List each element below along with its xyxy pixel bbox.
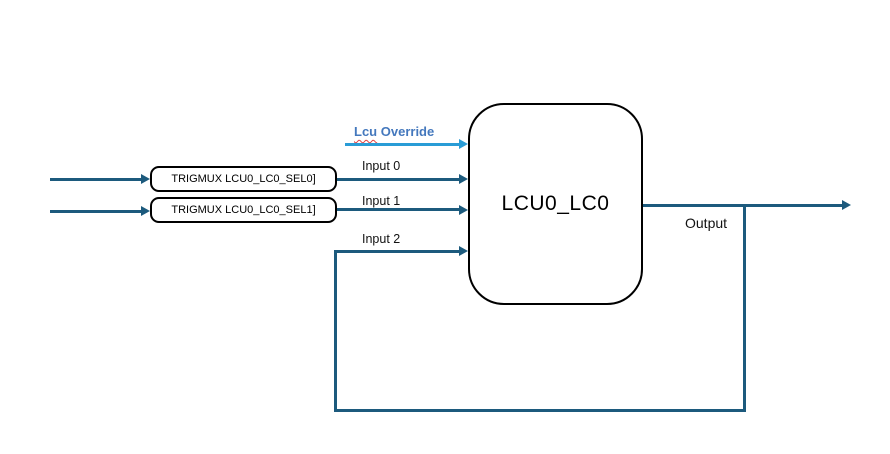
input1-line xyxy=(337,208,460,211)
lcu0-lc0-block: LCU0_LC0 xyxy=(468,103,643,305)
arrowhead-output-icon xyxy=(842,200,851,210)
lcu-override-rest: Override xyxy=(380,124,435,139)
left-input-line-sel0 xyxy=(50,177,142,181)
lcu0-lc0-block-label: LCU0_LC0 xyxy=(501,192,610,215)
trigmux-sel1-block: TRIGMUX LCU0_LC0_SEL1] xyxy=(150,197,337,223)
trigmux-sel0-block: TRIGMUX LCU0_LC0_SEL0] xyxy=(150,166,337,192)
trigmux-sel1-label: TRIGMUX LCU0_LC0_SEL1] xyxy=(171,204,316,216)
trigmux-sel0-label: TRIGMUX LCU0_LC0_SEL0] xyxy=(171,173,316,185)
feedback-line-left-vertical xyxy=(334,249,337,412)
arrowhead-into-sel0-icon xyxy=(141,174,150,184)
arrowhead-input1-icon xyxy=(459,204,468,215)
feedback-line-right-vertical xyxy=(742,203,746,412)
output-label: Output xyxy=(685,215,728,231)
arrowhead-input0-icon xyxy=(459,174,468,184)
lcu-override-word: Lcu xyxy=(354,124,378,139)
left-input-line-sel1 xyxy=(50,209,142,213)
input0-label: Input 0 xyxy=(362,159,401,173)
input0-line xyxy=(337,177,460,181)
arrowhead-input2-icon xyxy=(459,246,468,256)
input2-line xyxy=(334,249,460,253)
lcu-override-line xyxy=(345,142,460,146)
input2-label: Input 2 xyxy=(362,232,401,246)
lcu-override-label: Lcu Override xyxy=(354,125,434,139)
arrowhead-lcu-override-icon xyxy=(459,139,468,149)
feedback-line-bottom xyxy=(334,408,746,412)
arrowhead-into-sel1-icon xyxy=(141,206,150,216)
input1-label: Input 1 xyxy=(362,194,401,208)
